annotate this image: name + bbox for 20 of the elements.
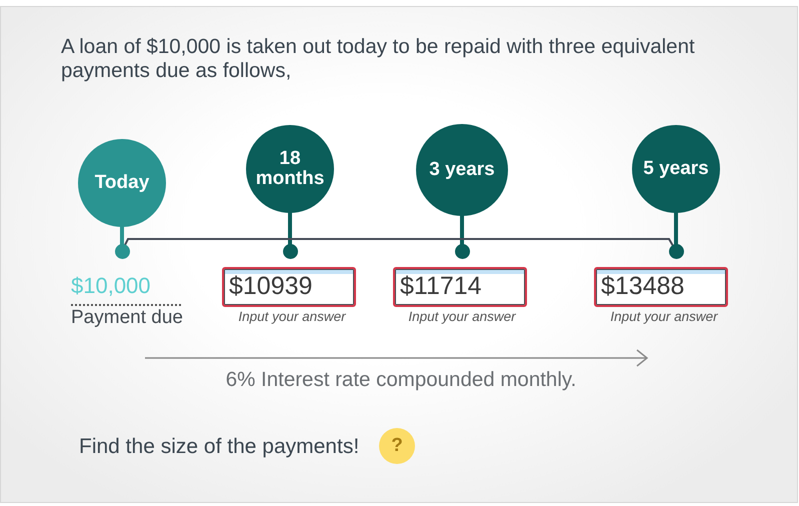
timeline-line <box>124 238 674 246</box>
pin-stem <box>288 212 292 244</box>
pin-stem <box>460 215 464 244</box>
caption-text: Payment due <box>71 307 183 329</box>
prompt-text: Find the size of the payments! <box>79 435 360 459</box>
time-label: 3 years <box>428 160 496 180</box>
pin-stem <box>120 226 124 244</box>
hint-text: Input your answer <box>238 309 346 325</box>
pin-stem <box>674 212 678 244</box>
amount-text: $10,000 <box>71 273 151 299</box>
hint-text: Input your answer <box>610 309 718 325</box>
note-text: 6% Interest rate compounded monthly. <box>226 368 576 392</box>
input-field: $10939 <box>222 267 356 307</box>
input-field: $13488 <box>594 267 728 307</box>
input-field: $11714 <box>393 267 527 307</box>
hint-text: Input your answer <box>408 309 516 325</box>
time-label: 18 months <box>254 149 326 189</box>
time-label: Today <box>94 173 150 193</box>
time-label: 5 years <box>642 159 710 179</box>
question-text: A loan of $10,000 is taken out today to be repaid with three equivalent payments due as follows, <box>61 35 696 83</box>
